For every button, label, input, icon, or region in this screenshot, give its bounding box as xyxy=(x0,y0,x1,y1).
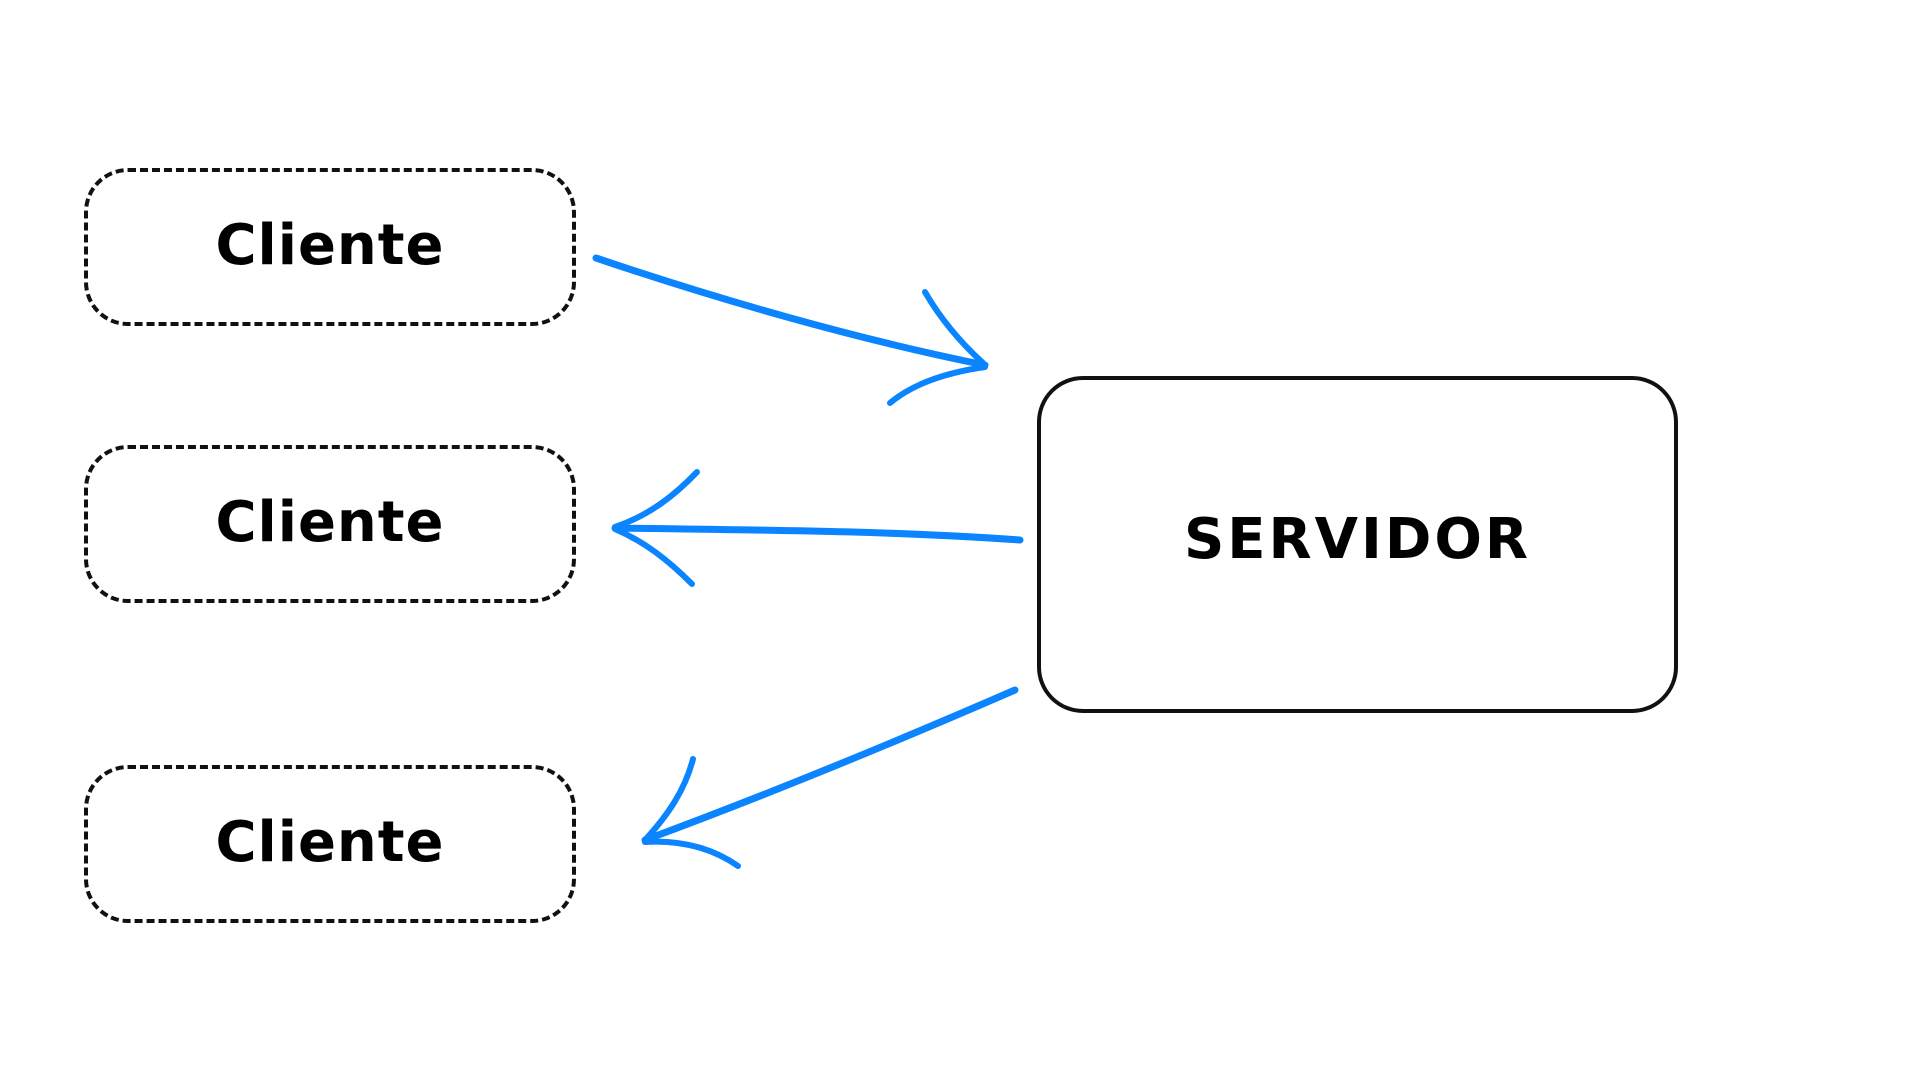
client-box-2: Cliente xyxy=(84,445,576,603)
client-label-2: Cliente xyxy=(215,489,445,555)
server-box: SERVIDOR xyxy=(1037,376,1678,713)
client-label-1: Cliente xyxy=(215,212,445,278)
client-box-1: Cliente xyxy=(84,168,576,326)
arrow-client-1-to-server xyxy=(592,254,989,406)
server-label: SERVIDOR xyxy=(1183,507,1532,572)
client-label-3: Cliente xyxy=(215,809,445,875)
client-box-3: Cliente xyxy=(84,765,576,923)
arrow-server-to-client-2 xyxy=(611,469,1024,587)
arrow-server-to-client-3 xyxy=(641,686,1019,869)
